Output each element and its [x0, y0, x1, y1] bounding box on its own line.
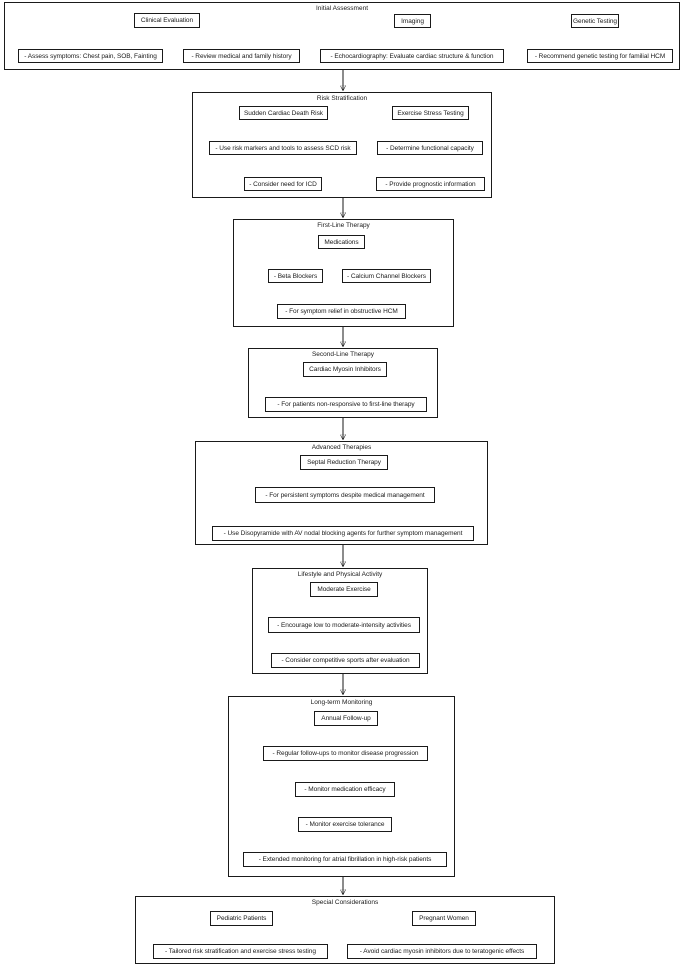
node-medication-efficacy: - Monitor medication efficacy — [295, 782, 395, 797]
section-title: Second-Line Therapy — [311, 351, 375, 358]
node-persistent-symptoms: - For persistent symptoms despite medica… — [255, 487, 435, 503]
section-title: Lifestyle and Physical Activity — [297, 571, 383, 578]
node-competitive-sports: - Consider competitive sports after eval… — [271, 653, 420, 668]
node-annual-followup: Annual Follow-up — [314, 711, 378, 726]
node-tailored-risk: - Tailored risk stratification and exerc… — [153, 944, 328, 959]
node-assess-symptoms: - Assess symptoms: Chest pain, SOB, Fain… — [18, 49, 163, 63]
node-clinical-evaluation: Clinical Evaluation — [134, 13, 200, 28]
section-title: Initial Assessment — [315, 5, 369, 12]
node-avoid-myosin: - Avoid cardiac myosin inhibitors due to… — [347, 944, 537, 959]
node-genetic-testing: Genetic Testing — [571, 14, 619, 28]
section-title: Risk Stratification — [316, 95, 368, 102]
node-pediatric-patients: Pediatric Patients — [210, 911, 273, 926]
section-title: Advanced Therapies — [311, 444, 372, 451]
node-moderate-exercise: Moderate Exercise — [310, 582, 378, 597]
node-symptom-relief: - For symptom relief in obstructive HCM — [277, 304, 406, 319]
section-title: Special Considerations — [311, 899, 379, 906]
node-imaging: Imaging — [394, 14, 431, 28]
node-echocardiography: - Echocardiography: Evaluate cardiac str… — [320, 49, 504, 63]
node-regular-followups: - Regular follow-ups to monitor disease … — [263, 746, 428, 761]
node-encourage-activities: - Encourage low to moderate-intensity ac… — [268, 617, 420, 633]
node-calcium-channel-blockers: - Calcium Channel Blockers — [342, 269, 431, 283]
node-exercise-tolerance: - Monitor exercise tolerance — [298, 817, 392, 832]
section-title: First-Line Therapy — [317, 222, 370, 229]
node-cardiac-myosin-inhibitors: Cardiac Myosin Inhibitors — [303, 362, 387, 377]
node-recommend-genetic: - Recommend genetic testing for familial… — [527, 49, 673, 63]
node-exercise-stress-testing: Exercise Stress Testing — [392, 106, 469, 120]
node-functional-capacity: - Determine functional capacity — [377, 141, 483, 155]
node-extended-monitoring: - Extended monitoring for atrial fibrill… — [243, 852, 447, 867]
node-medications: Medications — [318, 235, 365, 249]
node-consider-icd: - Consider need for ICD — [244, 177, 322, 191]
node-prognostic-information: - Provide prognostic information — [376, 177, 485, 191]
node-sudden-cardiac-death-risk: Sudden Cardiac Death Risk — [239, 106, 328, 120]
node-disopyramide: - Use Disopyramide with AV nodal blockin… — [212, 526, 474, 541]
section-title: Long-term Monitoring — [310, 699, 373, 706]
node-non-responsive: - For patients non-responsive to first-l… — [265, 397, 427, 412]
node-beta-blockers: - Beta Blockers — [268, 269, 323, 283]
node-risk-markers: - Use risk markers and tools to assess S… — [209, 141, 357, 155]
node-review-history: - Review medical and family history — [183, 49, 300, 63]
node-septal-reduction-therapy: Septal Reduction Therapy — [300, 455, 388, 470]
node-pregnant-women: Pregnant Women — [412, 911, 476, 926]
